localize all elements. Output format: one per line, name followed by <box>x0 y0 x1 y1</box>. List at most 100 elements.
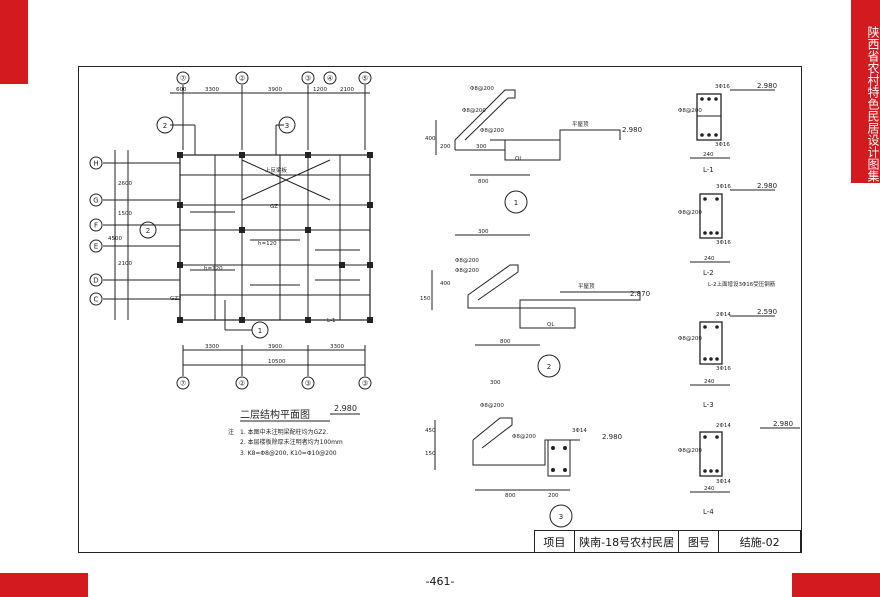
s2-dim-0: 300 <box>478 229 489 235</box>
axis-bottom-1: ② <box>239 380 245 388</box>
s2-dim-3: 400 <box>440 281 451 287</box>
beam-2-stir: Φ8@200 <box>678 210 702 216</box>
axis-left-2: F <box>94 222 98 230</box>
beam-1-bot: 3Φ16 <box>715 142 730 148</box>
s3-dim-3: 150 <box>425 451 436 457</box>
s2-dim-1: 800 <box>500 339 511 345</box>
axis-top-0: ⑦ <box>180 75 186 83</box>
axis-top-1: ② <box>239 75 245 83</box>
s3-dim-0: 300 <box>490 380 501 386</box>
dim-top-0: 600 <box>176 87 187 93</box>
plan-elevation: 2.980 <box>334 404 357 413</box>
s2-dim-2: 150 <box>420 296 431 302</box>
dim-top-4: 2100 <box>340 87 354 93</box>
s3-rebar-0: Φ8@200 <box>480 403 504 409</box>
axis-bottom-2: ③ <box>305 380 311 388</box>
beam-4-width: 240 <box>704 486 715 492</box>
beam-3-bot: 3Φ16 <box>716 366 731 372</box>
plan-label-1: h=120 <box>258 241 277 247</box>
plan-walls <box>170 124 371 331</box>
axis-left-5: C <box>94 296 99 304</box>
s2-rebar-0: Φ8@200 <box>455 258 479 264</box>
s1-dim-1: 200 <box>440 144 451 150</box>
plan-label-1b: h=120 <box>204 266 223 272</box>
s3-elev: 2.980 <box>602 433 622 441</box>
beam-rebar-dots <box>700 97 719 473</box>
plan-label-0: 上反梁板 <box>265 166 288 174</box>
dim-total: 10500 <box>268 359 286 365</box>
dim-left-3: 2100 <box>118 261 132 267</box>
plan-title: 二层结构平面图 <box>240 408 310 421</box>
beam-4-name: L-4 <box>703 508 714 516</box>
beam-sections <box>690 89 800 493</box>
s3-rebar-1: Φ8@200 <box>512 434 536 440</box>
beam-4-bot: 3Φ14 <box>716 479 731 485</box>
plan-note-1: 1. 本图中未注明梁配柱均为GZ2. <box>240 428 328 436</box>
plan-label-3: L-1 <box>327 318 335 324</box>
beam-3-name: L-3 <box>703 401 714 409</box>
beam-1-width: 240 <box>703 152 714 158</box>
s1-dim-3: 400 <box>425 136 436 142</box>
beam-2-top: 3Φ16 <box>716 184 731 190</box>
top-left-band <box>0 0 28 84</box>
s2-mark: 2 <box>547 363 551 371</box>
side-title: 陕西省农村特色民居设计图集 <box>851 0 880 183</box>
s1-elev: 2.980 <box>622 126 642 134</box>
beam-1-elev: 2.980 <box>757 82 777 90</box>
s1-mark: 1 <box>514 199 518 207</box>
title-block: 项目 陕南-18号农村民居 图号 结施-02 <box>534 530 802 552</box>
beam-3-stir: Φ8@200 <box>678 336 702 342</box>
s3-rebar-2: 3Φ14 <box>572 428 587 434</box>
axis-left-4: D <box>93 277 98 285</box>
plan-section-mark-1: 3 <box>285 122 289 130</box>
beam-3-width: 240 <box>704 379 715 385</box>
s3-dim-2: 200 <box>548 493 559 499</box>
section-1-drawing <box>435 89 621 214</box>
title-block-drawing-label: 图号 <box>679 531 720 552</box>
title-block-drawing-no: 结施-02 <box>719 531 802 552</box>
dim-top-3: 1200 <box>313 87 327 93</box>
beam-3-top: 2Φ14 <box>716 312 731 318</box>
beam-2-bot: 3Φ16 <box>716 240 731 246</box>
dim-bottom-1: 3900 <box>268 344 282 350</box>
plan-section-mark-3: 1 <box>258 327 262 335</box>
beam-2-note: L-2上面增设3Φ16受压钢筋 <box>708 280 776 288</box>
s1-rebar-0: Φ8@200 <box>470 86 494 92</box>
beam-4-top: 2Φ14 <box>716 423 731 429</box>
plan-axes-left <box>89 150 180 320</box>
drawing-sheet <box>78 66 802 553</box>
bottom-right-band <box>792 573 880 597</box>
axis-bottom-0: ⑦ <box>180 380 186 388</box>
dim-bottom-0: 3300 <box>205 344 219 350</box>
dim-bottom-2: 3300 <box>330 344 344 350</box>
plan-note-3: 3. K8=Φ8@200, K10=Φ10@200 <box>240 450 337 457</box>
beam-4-elev: 2.980 <box>773 420 793 428</box>
plan-columns <box>177 152 373 323</box>
s1-dim-0: 800 <box>478 179 489 185</box>
plan-note-0: 注 <box>228 428 234 436</box>
s2-rebar-1: Φ8@200 <box>455 268 479 274</box>
s2-label: 平屋顶 <box>578 283 595 290</box>
plan-note-2: 2. 本层楼板除厚未注明者均为100mm <box>240 438 343 446</box>
beam-4-stir: Φ8@200 <box>678 448 702 454</box>
s2-ql: QL <box>547 322 555 328</box>
beam-1-name: L-1 <box>703 166 714 174</box>
section-2-drawing <box>431 234 641 378</box>
beam-2-elev: 2.980 <box>757 182 777 190</box>
s3-dim-4: 450 <box>425 428 436 434</box>
dim-left-2: 4500 <box>108 236 122 242</box>
title-block-project-name: 陕南-18号农村民居 <box>575 531 680 552</box>
plan-axes-top <box>170 71 372 390</box>
beam-3-elev: 2.590 <box>757 308 777 316</box>
beam-1-stir: Φ8@200 <box>678 108 702 114</box>
page-number: -461- <box>425 575 455 588</box>
axis-top-2: ③ <box>305 75 311 83</box>
axis-left-1: G <box>93 197 98 205</box>
axis-top-3: ④ <box>327 75 333 83</box>
title-block-project-label: 项目 <box>535 531 575 552</box>
axis-left-0: H <box>93 160 98 168</box>
s1-ql: QL <box>515 156 523 162</box>
dim-left-0: 2600 <box>118 181 132 187</box>
dim-top-2: 3900 <box>268 87 282 93</box>
